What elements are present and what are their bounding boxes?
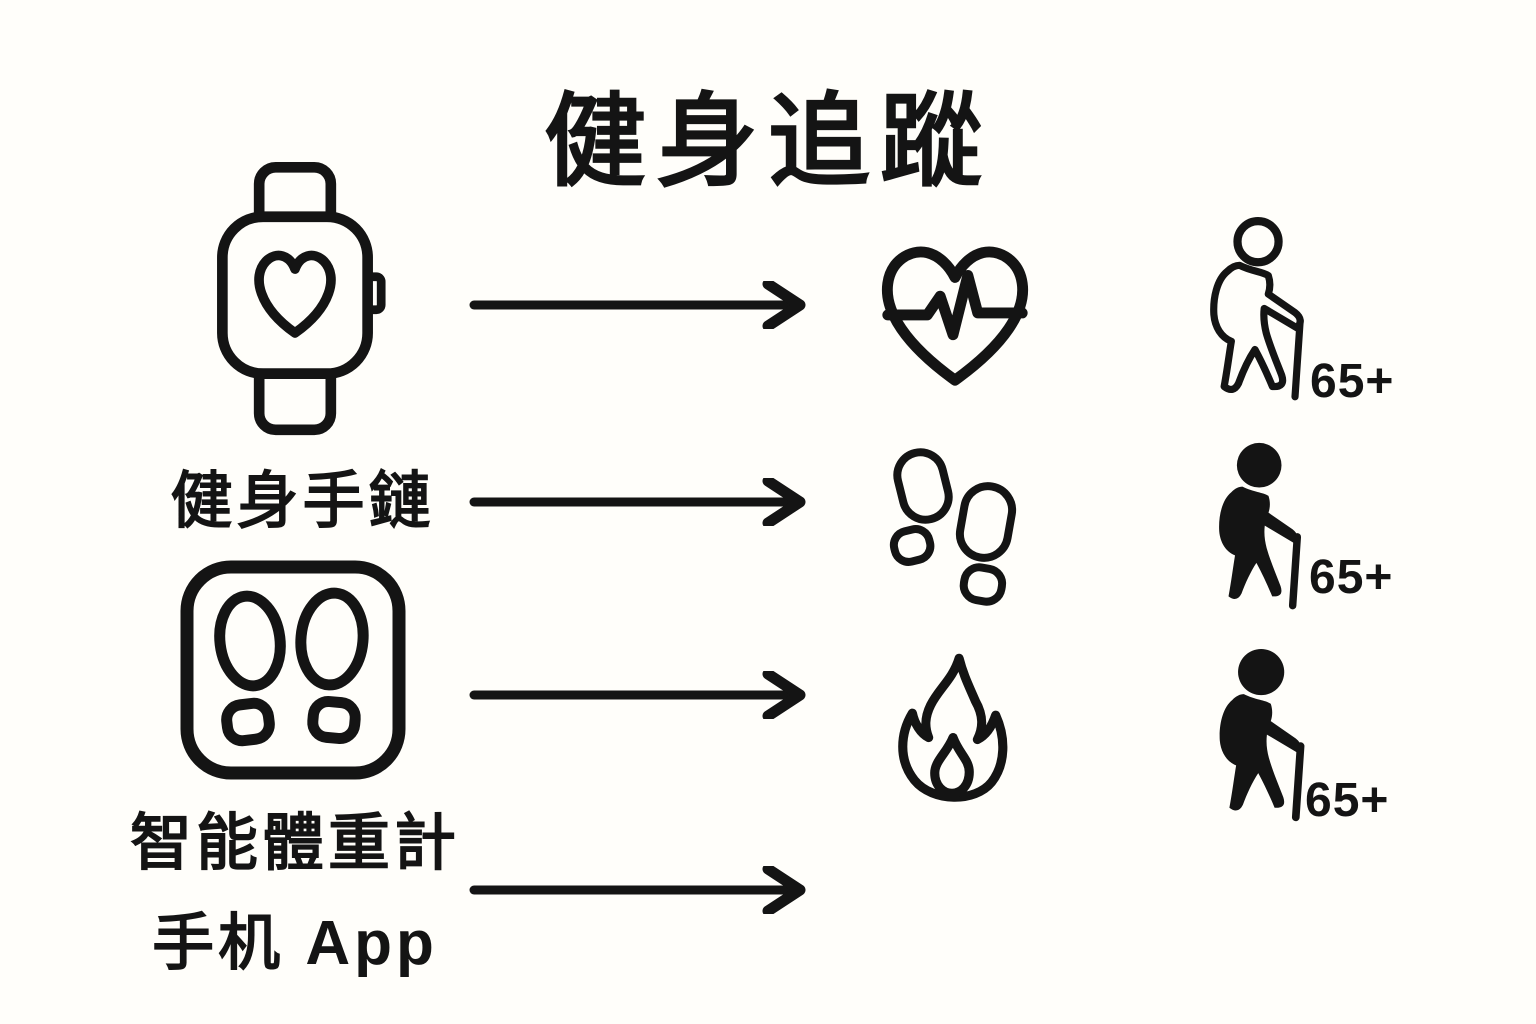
age-65-plus-label: 65+ [1305,774,1390,827]
footsteps-icon [886,446,1028,622]
arrow-2 [468,478,808,526]
elderly-walking-filled-icon [1219,442,1302,610]
smart-scale-label: 智能體重計 [129,809,460,878]
phone-app-label: 手机 App [152,909,438,978]
heart-rate-icon [866,228,1044,396]
page-title: 健身追蹤 [544,85,992,199]
elderly-walking-filled-icon [1219,648,1305,822]
arrow-3 [468,671,808,719]
age-group-row: 65+ [1198,216,1408,411]
age-65-plus-label: 65+ [1309,551,1394,604]
calories-flame-icon [886,652,1018,820]
fitness-band-label: 健身手鏈 [170,467,435,536]
age-65-plus-label: 65+ [1310,355,1395,408]
elderly-walking-outline-icon [1210,217,1304,401]
smartwatch-heart-icon [203,160,387,442]
arrow-4 [468,866,808,914]
age-group-row: 65+ [1205,648,1415,833]
age-group-row: 65+ [1205,442,1415,622]
arrow-1 [468,281,808,329]
smart-scale-icon [180,560,406,780]
